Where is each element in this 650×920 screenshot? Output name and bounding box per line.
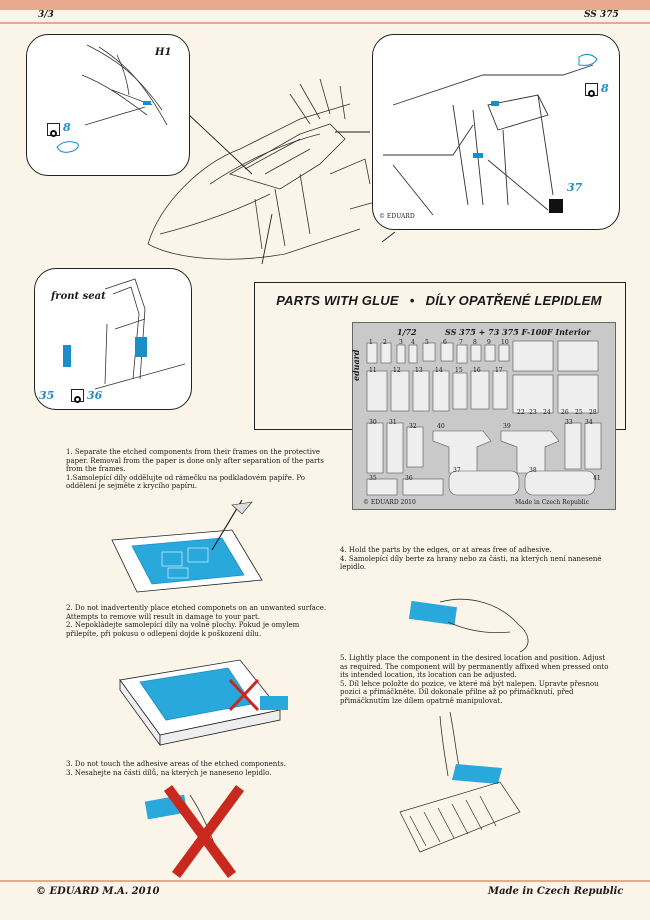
- header-rule: [0, 22, 650, 24]
- fret-part-number: 5: [425, 339, 429, 346]
- set-code: SS 375: [584, 10, 619, 20]
- inset-right-drawing: [383, 53, 598, 216]
- fret-part-number: 11: [369, 367, 377, 374]
- fret-part-number: 34: [585, 419, 593, 426]
- label-h1: H1: [155, 47, 172, 58]
- fret-parts: [366, 340, 602, 496]
- glue-icon-right: [585, 83, 598, 97]
- fret-scale: 1/72: [397, 327, 417, 337]
- fret-part-number: 24: [543, 409, 551, 416]
- step-3: 3. Do not touch the adhesive areas of th…: [66, 760, 332, 777]
- fret-part-number: 4: [411, 339, 415, 346]
- fret-part-number: 1: [369, 339, 373, 346]
- fret-part-number: 7: [459, 339, 463, 346]
- title-en: PARTS WITH GLUE: [276, 293, 399, 308]
- inset-panel-right: 8 37 © EDUARD: [372, 34, 620, 230]
- fret-part-number: 13: [415, 367, 423, 374]
- step-5: 5. Lightly place the component in the de…: [340, 654, 612, 706]
- fret-part-number: 30: [369, 419, 377, 426]
- fret-part-number: 39: [503, 423, 511, 430]
- inset-seat-drawing: [63, 278, 186, 390]
- glue-icon-seat: [71, 389, 84, 403]
- fret-part-number: 36: [405, 475, 413, 482]
- fret-part-number: 35: [369, 475, 377, 482]
- part-number-36: 36: [87, 389, 103, 402]
- fret-made-in: Made in Czech Republic: [515, 499, 589, 506]
- fret-part-number: 16: [473, 367, 481, 374]
- fret-part-number: 32: [409, 423, 417, 430]
- step-4: 4. Hold the parts by the edges, or at ar…: [340, 546, 612, 572]
- step-2-illustration: [119, 659, 288, 747]
- step-4-cz: 4. Samolepící díly berte za hrany nebo z…: [340, 554, 602, 572]
- footer-copyright: © EDUARD M.A. 2010: [36, 886, 160, 897]
- fret-part-number: 2: [383, 339, 387, 346]
- pe-fret: 1/72 SS 375 + 73 375 F-100F Interior edu…: [351, 322, 616, 510]
- fret-part-number: 6: [443, 339, 447, 346]
- step-1-cz: 1.Samolepící díly oddělujte od rámečku n…: [66, 473, 306, 491]
- fret-part-number: 37: [453, 467, 461, 474]
- fret-part-number: 9: [487, 339, 491, 346]
- part-number-37: 37: [567, 181, 583, 194]
- step-4-illustration: [408, 598, 529, 653]
- glue-icon: [47, 123, 60, 137]
- fret-part-number: 22: [517, 409, 525, 416]
- step-1: 1. Separate the etched components from t…: [66, 448, 328, 491]
- fret-part-number: 40: [437, 423, 445, 430]
- step-1-illustration: [111, 500, 263, 593]
- fret-part-number: 14: [435, 367, 443, 374]
- step-3-en: 3. Do not touch the adhesive areas of th…: [66, 760, 286, 768]
- label-front-seat: front seat: [51, 291, 106, 302]
- step-4-en: 4. Hold the parts by the edges, or at ar…: [340, 546, 552, 554]
- step-3-illustration: [144, 785, 245, 878]
- cockpit-drawing: [147, 78, 396, 265]
- glue-section-title: PARTS WITH GLUE • DÍLY OPATŘENÉ LEPIDLEM: [254, 290, 624, 310]
- part-number-8-right: 8: [601, 82, 609, 95]
- title-cz: DÍLY OPATŘENÉ LEPIDLEM: [425, 293, 602, 308]
- fret-part-number: 38: [529, 467, 537, 474]
- inset-panel-front-seat: front seat 35 36: [34, 268, 192, 410]
- step-5-cz: 5. Díl lehce položte do pozice, ve které…: [340, 679, 599, 705]
- part-number-8-left: 8: [63, 121, 71, 134]
- step-2: 2. Do not inadvertently place etched com…: [66, 604, 332, 638]
- inset-h1-drawing: [56, 44, 168, 153]
- fret-part-number: 41: [593, 475, 601, 482]
- header-stripe: [0, 0, 650, 10]
- fret-part-number: 33: [565, 419, 573, 426]
- title-bullet: •: [409, 293, 415, 308]
- fret-part-number: 31: [389, 419, 397, 426]
- inset-copyright: © EDUARD: [379, 213, 415, 220]
- fret-part-number: 8: [473, 339, 477, 346]
- step-5-illustration: [399, 712, 521, 853]
- step-3-cz: 3. Nesahejte na části dílů, na kterých j…: [66, 768, 272, 777]
- step-2-cz: 2. Nepokládejte samolepící díly na volné…: [66, 621, 300, 638]
- fret-copyright: © EDUARD 2010: [363, 499, 416, 506]
- page-number: 3/3: [38, 10, 54, 20]
- fret-part-number: 25: [575, 409, 583, 416]
- fret-part-number: 23: [529, 409, 537, 416]
- fret-part-number: 3: [399, 339, 403, 346]
- fret-part-number: 26: [561, 409, 569, 416]
- footer-rule: [0, 880, 650, 882]
- step-5-en: 5. Lightly place the component in the de…: [340, 654, 609, 680]
- step-1-en: 1. Separate the etched components from t…: [66, 448, 324, 474]
- fret-part-number: 17: [495, 367, 503, 374]
- part-number-35: 35: [39, 389, 55, 402]
- fret-part-number: 28: [589, 409, 597, 416]
- inset-panel-h1: H1 8: [26, 34, 190, 176]
- fret-label: SS 375 + 73 375 F-100F Interior: [445, 327, 591, 337]
- fret-part-number: 12: [393, 367, 401, 374]
- footer-made-in: Made in Czech Republic: [488, 886, 624, 897]
- fret-part-number: 10: [501, 339, 509, 346]
- fret-part-number: 15: [455, 367, 463, 374]
- step-2-en: 2. Do not inadvertently place etched com…: [66, 604, 327, 621]
